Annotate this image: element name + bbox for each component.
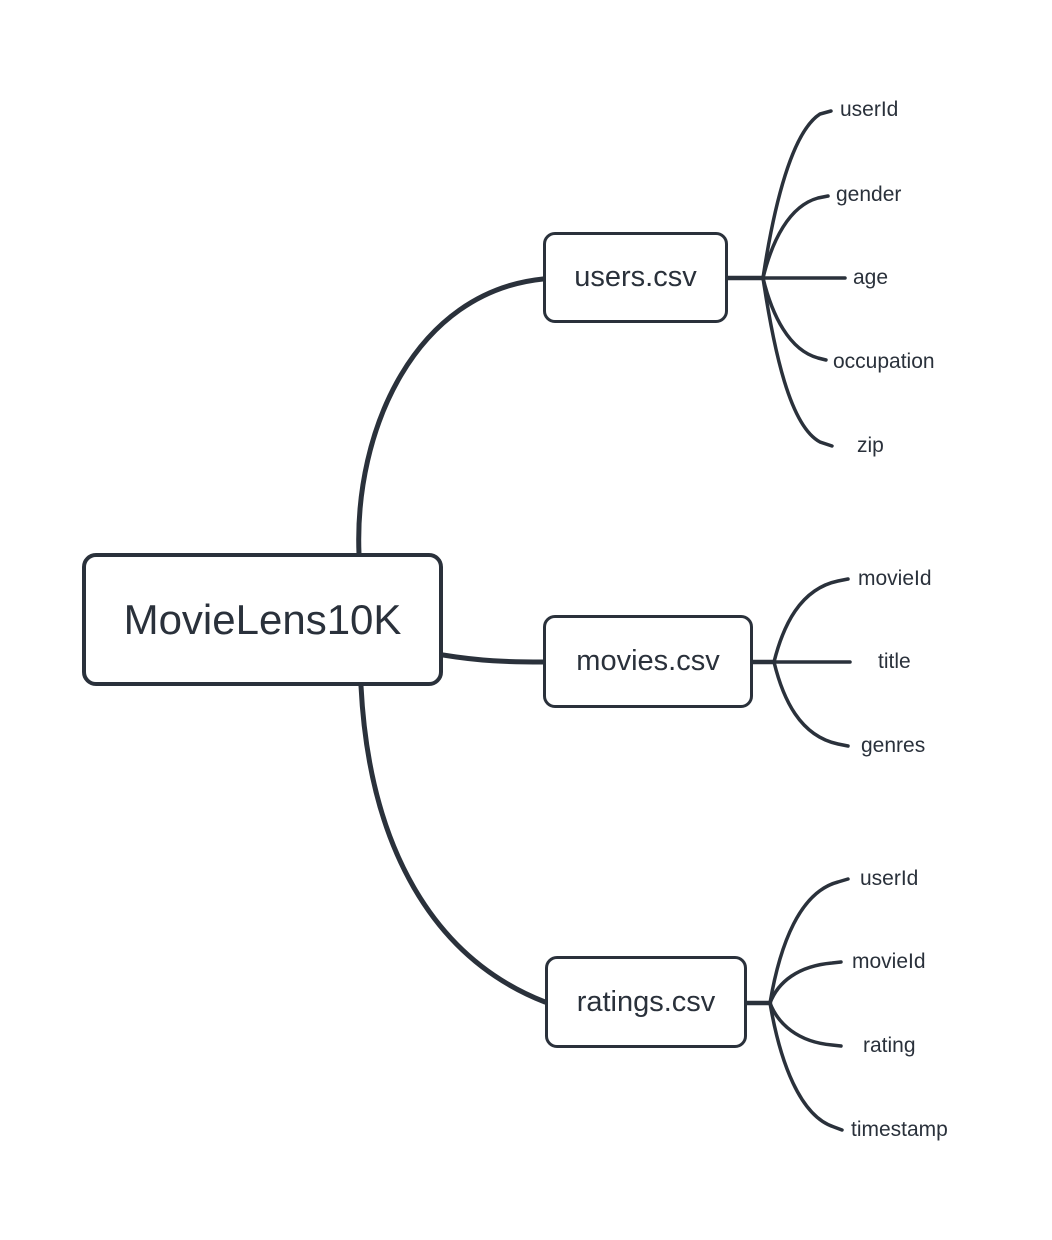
leaf-users-userid: userId [840, 98, 899, 121]
leaf-ratings-userid: userId [860, 867, 919, 890]
node-users-csv[interactable]: users.csv [543, 232, 728, 323]
leaf-movies-genres: genres [861, 734, 926, 757]
leaf-movies-movieid: movieId [858, 567, 932, 590]
edge-ratings-userid [768, 877, 850, 1005]
edge-root-users [356, 276, 546, 557]
leaf-ratings-timestamp: timestamp [851, 1118, 948, 1141]
leaf-users-occupation: occupation [833, 350, 935, 373]
leaf-ratings-movieid: movieId [852, 950, 926, 973]
node-movies-csv-label: movies.csv [576, 645, 720, 677]
leaf-ratings-rating: rating [863, 1034, 916, 1057]
node-ratings-csv-label: ratings.csv [576, 985, 716, 1018]
edge-movies-movieid [772, 577, 850, 664]
edge-root-ratings [358, 683, 548, 1005]
edge-users-gender [761, 194, 830, 280]
node-root-label: MovieLens10K [123, 595, 402, 643]
node-ratings-csv[interactable]: ratings.csv [545, 956, 747, 1048]
edge-users-zip [761, 276, 834, 448]
edge-root-movies [440, 652, 546, 665]
leaf-users-zip: zip [857, 434, 884, 457]
edge-movies-genres [772, 660, 850, 748]
edge-ratings-rating [768, 1001, 843, 1048]
node-root[interactable]: MovieLens10K [82, 553, 443, 686]
edge-ratings-timestamp [768, 1001, 844, 1132]
leaf-users-gender: gender [836, 183, 902, 206]
edge-users-occupation [761, 276, 828, 362]
leaf-movies-title: title [878, 650, 911, 673]
node-users-csv-label: users.csv [574, 261, 697, 293]
edge-ratings-movieid [768, 960, 843, 1005]
edge-users-userid [761, 109, 833, 280]
node-movies-csv[interactable]: movies.csv [543, 615, 753, 708]
leaf-users-age: age [853, 266, 889, 289]
